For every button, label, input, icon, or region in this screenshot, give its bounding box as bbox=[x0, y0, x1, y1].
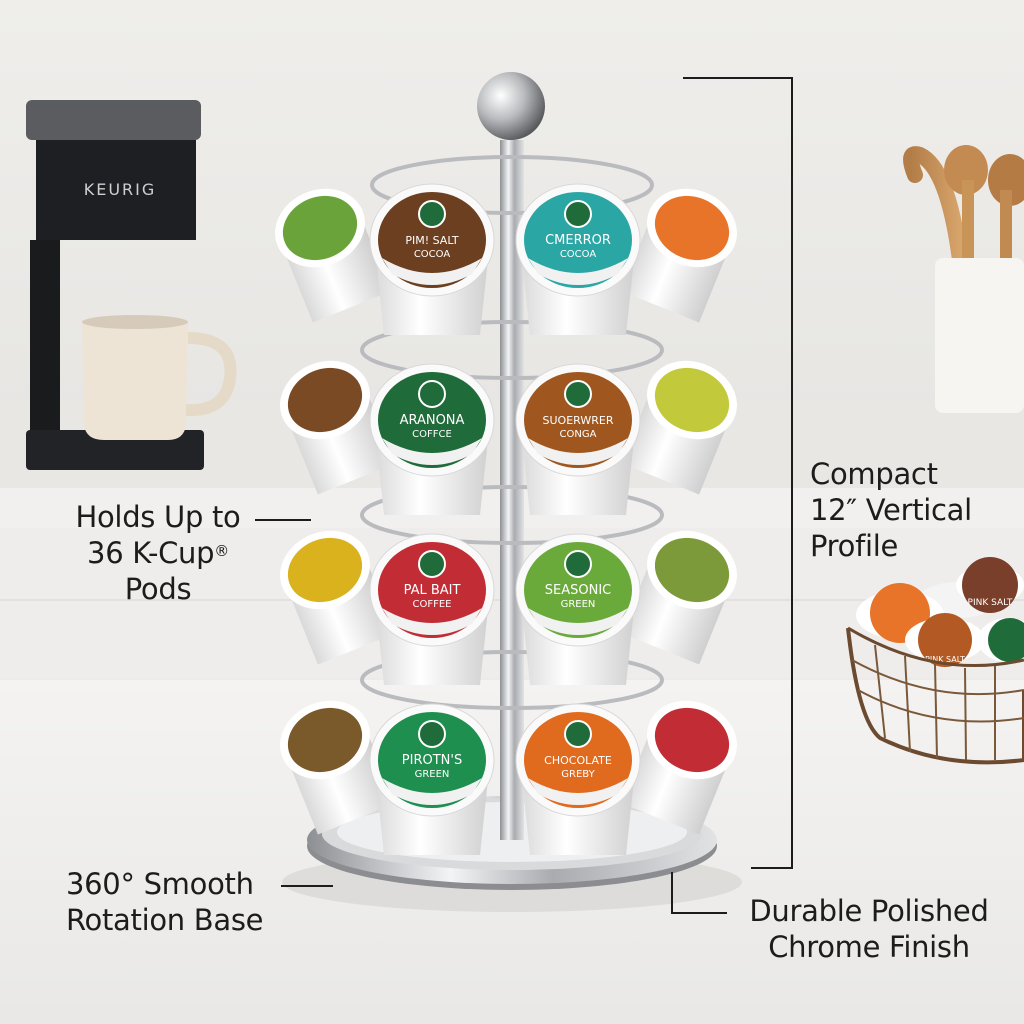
pod-subtitle: GREBY bbox=[561, 769, 595, 780]
pod-name: ARANONA bbox=[400, 413, 465, 428]
callout-profile-line-3: Profile bbox=[810, 529, 899, 563]
k-cup-pod: PIM! SALT COCOA bbox=[369, 183, 495, 335]
utensil-jar bbox=[903, 145, 1024, 413]
callout-rotation-line-2: Rotation Base bbox=[66, 903, 264, 937]
pod-subtitle: COCOA bbox=[560, 249, 597, 260]
basket-pod-label: PINK SALT bbox=[925, 655, 965, 664]
callout-finish-line-1: Durable Polished bbox=[749, 894, 989, 928]
callout-capacity-line-1: Holds Up to bbox=[75, 500, 241, 534]
coffee-mug bbox=[82, 315, 237, 440]
leader-line-chrome-horizontal bbox=[671, 912, 727, 914]
pod-name: PAL BAIT bbox=[404, 583, 461, 598]
pod-subtitle: GREEN bbox=[415, 769, 450, 780]
pod-subtitle: COFFCE bbox=[412, 429, 452, 440]
top-knob bbox=[477, 72, 545, 140]
wire-basket: PINK SALT PINK SALT bbox=[846, 557, 1024, 765]
pod-name: CHOCOLATE bbox=[544, 754, 612, 767]
leader-line-chrome-vertical bbox=[671, 872, 673, 914]
leader-line-holds bbox=[255, 519, 311, 521]
leader-line-rotation bbox=[281, 885, 333, 887]
registered-mark: ® bbox=[214, 542, 229, 560]
pod-subtitle: GREEN bbox=[561, 599, 596, 610]
k-cup-pod: CHOCOLATE GREBY bbox=[515, 703, 641, 855]
callout-capacity-line-3: Pods bbox=[124, 572, 192, 606]
callout-profile-line-1: Compact bbox=[810, 457, 938, 491]
pod-name: CMERROR bbox=[545, 233, 611, 248]
pod-name: PIROTN'S bbox=[402, 753, 462, 768]
pod-subtitle: COCOA bbox=[414, 249, 451, 260]
callout-finish: Durable Polished Chrome Finish bbox=[738, 893, 1000, 965]
machine-logo: KEURIG bbox=[84, 180, 157, 199]
pod-name: SEASONIC bbox=[545, 583, 611, 598]
leader-line-compact-top bbox=[683, 77, 793, 79]
callout-capacity-line-2: 36 K-Cup bbox=[87, 536, 215, 570]
callout-profile: Compact 12″ Vertical Profile bbox=[810, 456, 972, 564]
pod-subtitle: COFFEE bbox=[413, 599, 452, 610]
callout-finish-line-2: Chrome Finish bbox=[768, 930, 970, 964]
callout-profile-line-2: 12″ Vertical bbox=[810, 493, 972, 527]
side-pods bbox=[275, 188, 737, 835]
front-pods: PIM! SALTCOCOACMERRORCOCOAARANONACOFFCES… bbox=[369, 183, 641, 855]
callout-rotation-line-1: 360° Smooth bbox=[66, 867, 254, 901]
pod-name: SUOERWRER bbox=[543, 414, 614, 427]
leader-line-compact-bottom bbox=[751, 867, 793, 869]
pod-subtitle: CONGA bbox=[560, 429, 597, 440]
leader-line-compact-vertical bbox=[791, 77, 793, 869]
basket-pod-label: PINK SALT bbox=[968, 598, 1013, 608]
k-cup-pod: SUOERWRER CONGA bbox=[515, 363, 641, 515]
pod-name: PIM! SALT bbox=[405, 234, 459, 247]
wire-rings bbox=[360, 155, 664, 710]
callout-capacity: Holds Up to 36 K-Cup® Pods bbox=[58, 499, 258, 607]
callout-rotation: 360° Smooth Rotation Base bbox=[66, 866, 264, 938]
